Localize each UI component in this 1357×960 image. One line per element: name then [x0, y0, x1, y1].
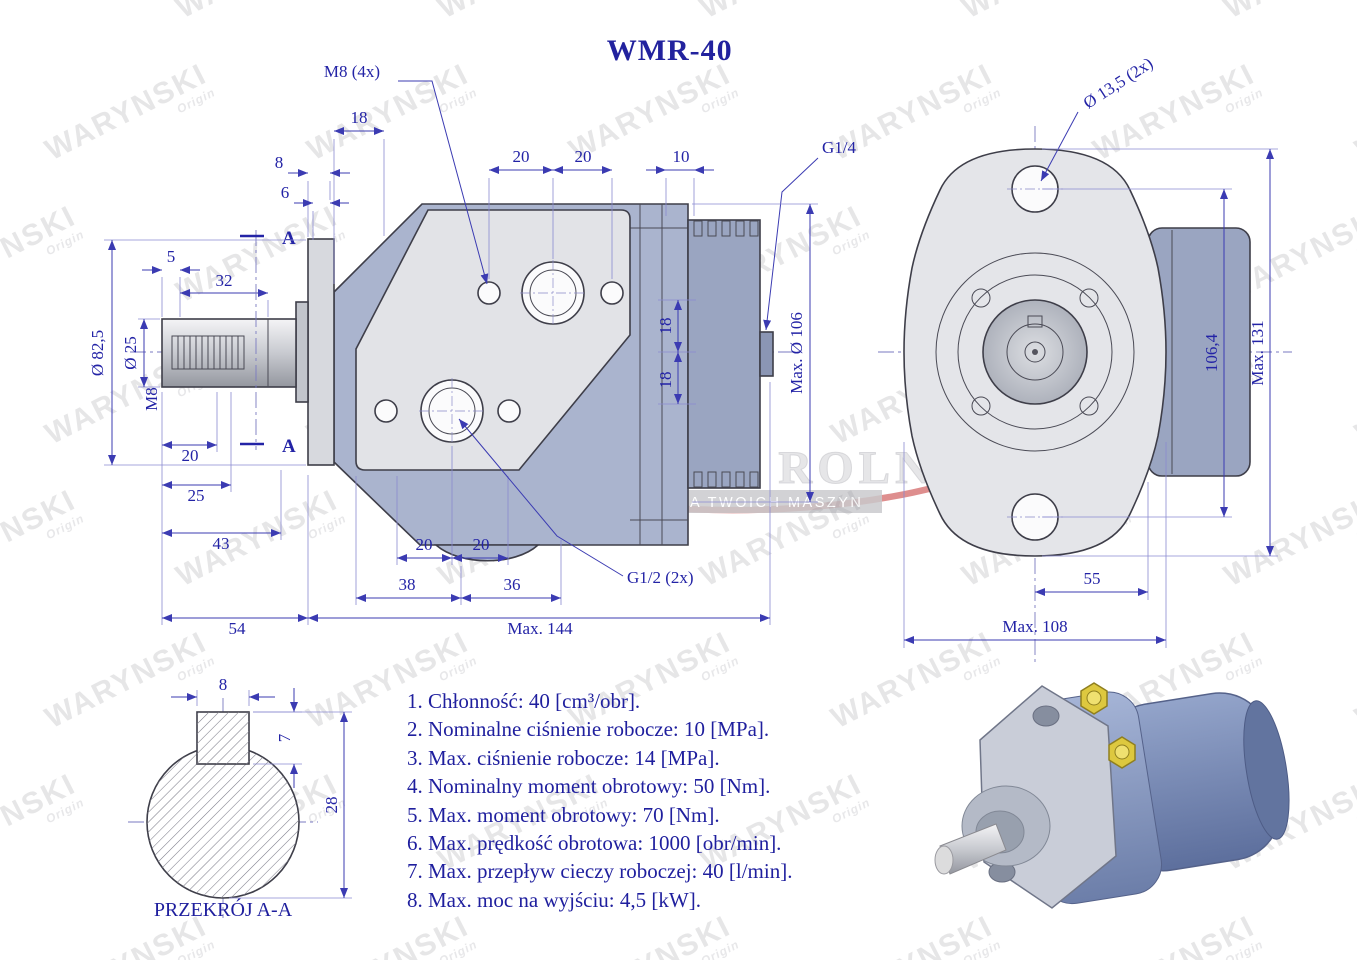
bolt-hole: [971, 288, 991, 308]
label-20: 20: [182, 446, 199, 465]
bolt-hole: [1079, 288, 1099, 308]
label-20: 20: [513, 147, 530, 166]
spec-line-3: 3. Max. ciśnienie robocze: 14 [MPa].: [407, 745, 720, 770]
dim-max-144: Max. 144: [308, 382, 771, 638]
label-max-131: Max. 131: [1248, 320, 1267, 385]
label-32: 32: [216, 271, 233, 290]
label-18: 18: [351, 108, 368, 127]
bolt-hole: [971, 396, 991, 416]
dim-54: 54: [162, 475, 309, 638]
dim-25: 25: [162, 392, 232, 505]
dim-20-20-low: 20 20: [396, 446, 509, 565]
section-marks: A A: [240, 228, 296, 457]
bolt-hole: [1079, 396, 1099, 416]
label-dia-82-5: Ø 82,5: [88, 330, 107, 376]
dim-max-dia-106: Max. Ø 106: [692, 203, 818, 503]
output-shaft: [161, 318, 297, 388]
dim-43: 43: [162, 470, 282, 553]
rear-valve-housing: [687, 219, 761, 489]
g14-port-boss: [759, 331, 774, 377]
label-7: 7: [275, 733, 294, 742]
dim-32: 32: [180, 271, 269, 317]
label-max-144: Max. 144: [507, 619, 573, 638]
label-5: 5: [167, 247, 176, 266]
side-view: [130, 203, 795, 562]
dim-max-131: Max. 131: [1042, 148, 1278, 557]
dim-max-108: Max. 108: [903, 442, 1167, 648]
label-106-4: 106,4: [1202, 333, 1221, 372]
label-dia-13-5: Ø 13,5 (2x): [1080, 54, 1156, 113]
label-18: 18: [656, 372, 675, 389]
label-38: 38: [399, 575, 416, 594]
front-flange-disc: [307, 238, 335, 466]
label-m8-thread: M8: [142, 387, 161, 411]
plug-3d: [1108, 736, 1136, 769]
spec-line-2: 2. Nominalne ciśnienie robocze: 10 [MPa]…: [407, 717, 770, 742]
spec-line-1: 1. Chłonność: 40 [cm³/obr].: [407, 689, 641, 713]
keyway: [1027, 315, 1043, 328]
dim-28: 28: [229, 711, 352, 899]
spec-line-8: 8. Max. moc na wyjściu: 4,5 [kW].: [407, 887, 701, 912]
dim-dia-25: Ø 25: [121, 318, 160, 388]
label-max-108: Max. 108: [1002, 617, 1067, 636]
label-section-a-top: A: [282, 228, 296, 249]
spec-list: 1. Chłonność: 40 [cm³/obr]. 2. Nominalne…: [407, 687, 887, 914]
dim-6: 6: [281, 183, 349, 240]
dim-g14: G1/4: [763, 138, 857, 331]
label-max-dia-106: Max. Ø 106: [787, 312, 806, 394]
dim-38-36: 38 36: [355, 476, 562, 605]
dim-key-8: 8: [171, 675, 275, 706]
label-6: 6: [281, 183, 290, 202]
dim-m8-4x: M8 (4x): [324, 62, 489, 285]
label-8: 8: [275, 153, 284, 172]
dim-g12: G1/2 (2x): [458, 418, 694, 587]
label-10: 10: [673, 147, 690, 166]
dim-5: 5: [142, 247, 200, 317]
label-section-a-bottom: A: [282, 436, 296, 457]
side-view-dimensions: M8 (4x) 18 8 6 20: [88, 62, 857, 638]
spec-line-4: 4. Nominalny moment obrotowy: 50 [Nm].: [407, 774, 771, 799]
section-view: 8 7 28 PRZEKRÓJ A-A: [128, 675, 352, 921]
dim-18-top: 18: [333, 108, 385, 284]
motor-photo: [934, 682, 1290, 909]
label-8: 8: [219, 675, 228, 694]
label-g14: G1/4: [822, 138, 857, 157]
label-dia-25: Ø 25: [121, 336, 140, 370]
drawing-title: WMR-40: [606, 34, 733, 67]
label-43: 43: [213, 534, 230, 553]
dim-55: 55: [1035, 482, 1149, 600]
dim-18-18-ports: 18 18: [656, 299, 696, 405]
spec-line-6: 6. Max. prędkość obrotowa: 1000 [obr/min…: [407, 831, 782, 856]
plug-3d: [1080, 682, 1108, 715]
label-20: 20: [575, 147, 592, 166]
label-g12: G1/2 (2x): [627, 568, 694, 587]
label-20: 20: [473, 535, 490, 554]
m8-hole: [497, 399, 521, 423]
label-54: 54: [229, 619, 247, 638]
dim-106-4: 106,4: [1042, 188, 1232, 518]
m8-hole: [477, 281, 501, 305]
m8-hole: [374, 399, 398, 423]
m8-hole: [600, 281, 624, 305]
dim-20-20-top: 20 20: [488, 147, 613, 279]
label-36: 36: [504, 575, 521, 594]
label-25: 25: [188, 486, 205, 505]
dim-8: 8: [275, 153, 350, 237]
section-title: PRZEKRÓJ A-A: [154, 897, 293, 921]
dim-10: 10: [646, 147, 714, 216]
dim-20-shaft: 20: [161, 392, 218, 625]
label-28: 28: [322, 797, 341, 814]
spec-line-5: 5. Max. moment obrotowy: 70 [Nm].: [407, 802, 720, 827]
label-18: 18: [656, 318, 675, 335]
label-20: 20: [416, 535, 433, 554]
label-m8-4x: M8 (4x): [324, 62, 380, 81]
label-55: 55: [1084, 569, 1101, 588]
spec-line-7: 7. Max. przepływ cieczy roboczej: 40 [l/…: [407, 859, 793, 884]
dim-dia-82-5: Ø 82,5: [88, 239, 306, 466]
